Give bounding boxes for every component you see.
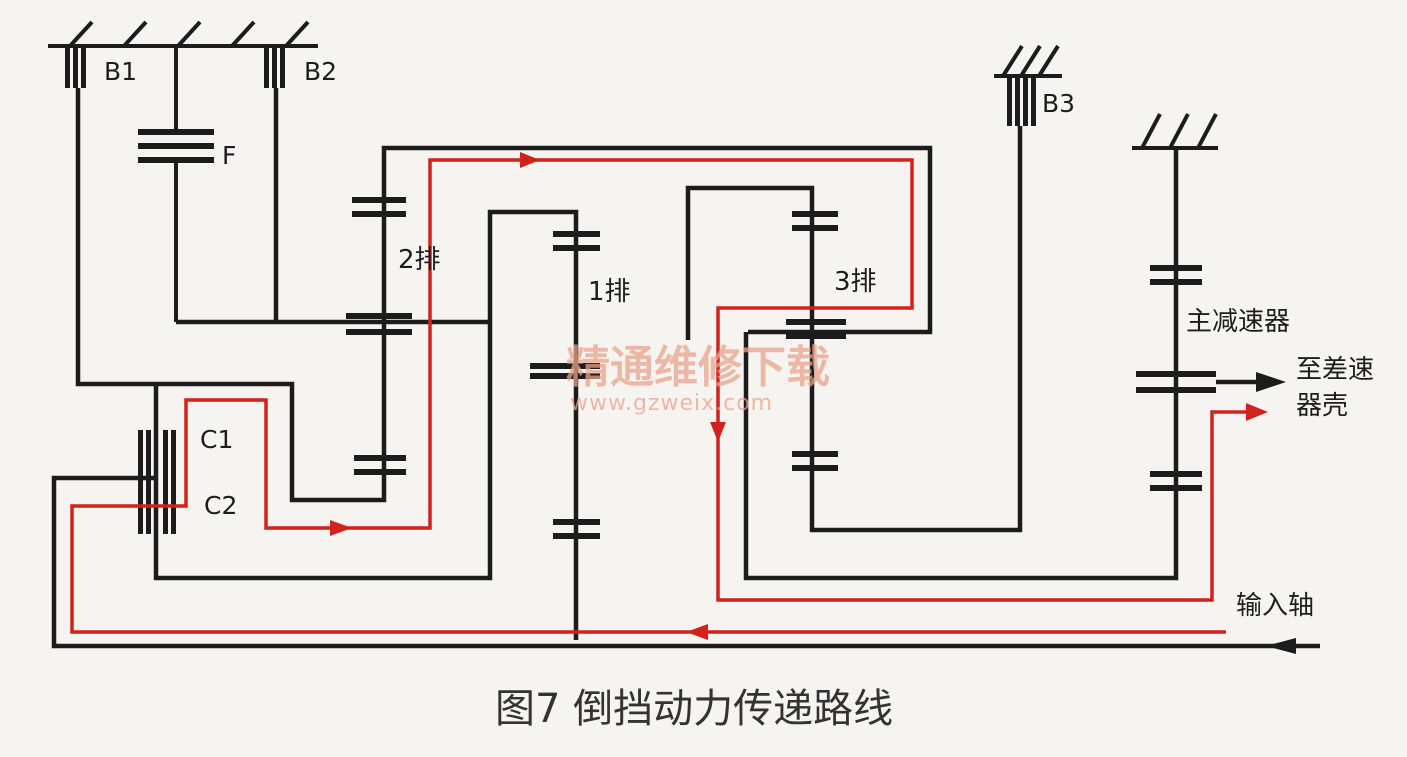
ground-housing-left — [48, 20, 318, 48]
ground-housing-b3 — [994, 44, 1062, 78]
label-c1: C1 — [200, 425, 233, 454]
clutch-c1-c2 — [138, 430, 176, 534]
row1-gears — [530, 231, 600, 539]
label-final-drive: 主减速器 — [1186, 307, 1290, 337]
label-c2: C2 — [204, 491, 237, 520]
watermark-url: www.gzweix.com — [570, 391, 773, 416]
label-row2: 2排 — [398, 245, 441, 275]
row3-gears — [786, 211, 846, 471]
final-drive-gears — [1136, 265, 1216, 491]
structure-lines — [51, 88, 1278, 649]
brake-b2 — [264, 46, 285, 88]
label-f: F — [222, 141, 236, 170]
output-shaft-arrow — [1216, 372, 1286, 392]
label-row1: 1排 — [588, 277, 631, 307]
label-input-shaft: 输入轴 — [1236, 591, 1314, 621]
power-flow-path — [70, 158, 1248, 634]
brake-b1 — [65, 46, 86, 88]
figure-caption: 图7 倒挡动力传递路线 — [495, 686, 893, 732]
row2-gears — [346, 197, 412, 475]
one-way-clutch-f — [138, 46, 214, 322]
power-flow-arrows — [330, 152, 1268, 640]
label-to-diff-line2: 器壳 — [1296, 391, 1348, 421]
input-shaft-arrow — [1266, 638, 1320, 654]
label-b3: B3 — [1042, 89, 1075, 118]
label-b2: B2 — [304, 57, 337, 86]
label-row3: 3排 — [834, 267, 877, 297]
watermark-site-name: 精通维修下载 — [566, 342, 830, 393]
label-b1: B1 — [104, 57, 137, 86]
label-to-diff-line1: 至差速 — [1296, 355, 1374, 385]
ground-housing-final-drive — [1132, 113, 1218, 150]
brake-b3 — [1007, 76, 1036, 126]
